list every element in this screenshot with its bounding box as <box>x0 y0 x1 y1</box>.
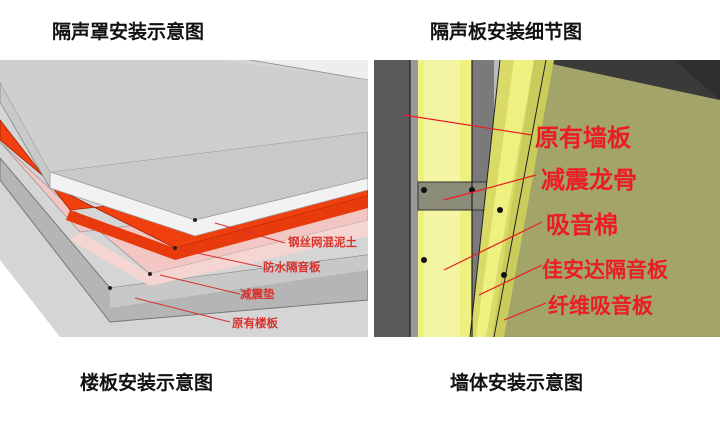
leader-line <box>443 174 537 201</box>
leader-line <box>503 302 547 321</box>
label-original-floor: 原有楼板 <box>232 316 278 330</box>
title-floor-installation: 楼板安装示意图 <box>80 372 214 394</box>
label-jiaanda-board: 佳安达隔音板 <box>542 258 669 282</box>
leader-line <box>443 221 543 271</box>
leader-line <box>159 274 241 295</box>
title-wall-installation: 墙体安装示意图 <box>450 372 584 394</box>
wall-diagram: 原有墙板 减震龙骨 吸音棉 佳安达隔音板 纤维吸音板 <box>374 60 720 337</box>
leader-line <box>403 114 533 136</box>
title-panel-detail: 隔声板安装细节图 <box>430 21 583 43</box>
leader-line <box>214 222 286 244</box>
label-steel-mesh-concrete: 钢丝网混泥土 <box>288 235 357 249</box>
floor-diagram-drawing: 钢丝网混泥土 防水隔音板 减震垫 原有楼板 <box>0 60 368 337</box>
label-sound-absorbing-cotton: 吸音棉 <box>546 211 618 239</box>
title-sound-enclosure: 隔声罩安装示意图 <box>52 21 205 43</box>
label-fiber-absorbing-board: 纤维吸音板 <box>548 294 654 318</box>
floor-diagram: 钢丝网混泥土 防水隔音板 减震垫 原有楼板 <box>0 60 368 337</box>
label-damping-pad: 减震垫 <box>240 287 275 301</box>
leader-line <box>182 249 263 268</box>
label-waterproof-board: 防水隔音板 <box>263 260 321 274</box>
leader-line <box>478 264 543 296</box>
wall-diagram-drawing: 原有墙板 减震龙骨 吸音棉 佳安达隔音板 纤维吸音板 <box>374 60 720 337</box>
label-damping-keel: 减震龙骨 <box>541 166 637 194</box>
label-original-wall: 原有墙板 <box>535 124 632 152</box>
leader-line <box>134 297 231 323</box>
